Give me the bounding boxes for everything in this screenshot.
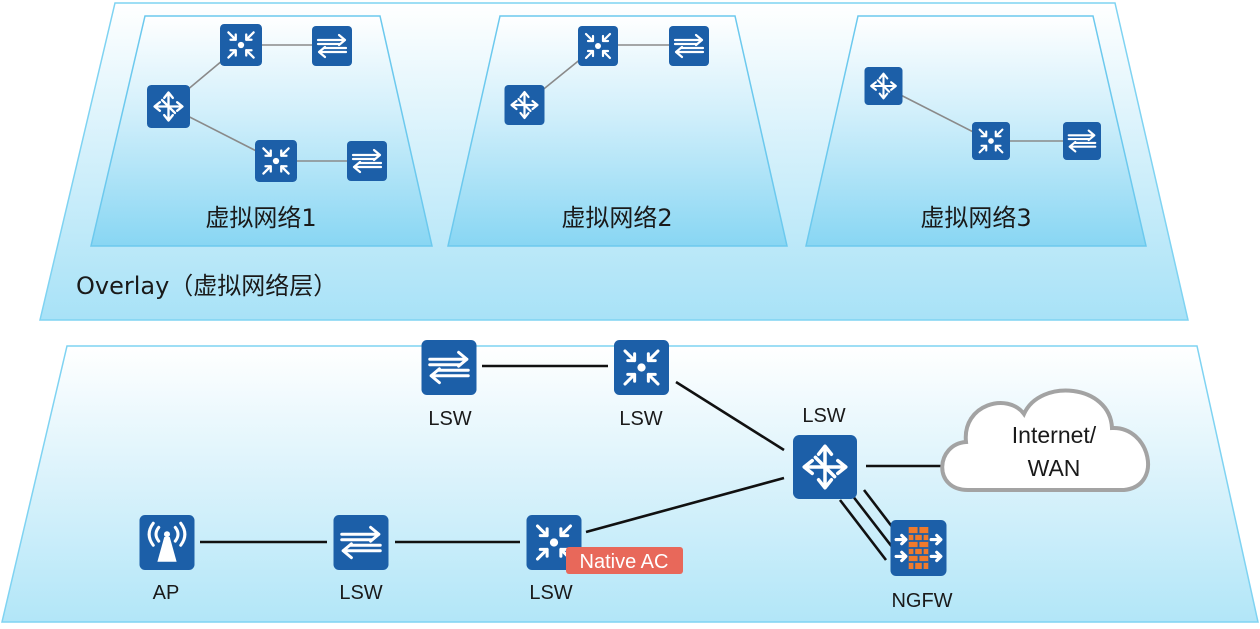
native-ac-label: Native AC (580, 551, 669, 573)
device-label: LSW (428, 408, 471, 430)
brick-firewall-icon (888, 520, 949, 576)
device-label: LSW (529, 582, 572, 604)
underlay-links (200, 364, 948, 561)
virtual-network-3: 虚拟网络3 (805, 15, 1147, 247)
four-arrows-router-icon (793, 435, 857, 499)
vn1-router-icon[interactable] (147, 85, 190, 128)
vn1-agg-switch-icon-2[interactable] (254, 140, 298, 182)
native-ac-badge: Native AC (566, 547, 683, 574)
device-lsw-core[interactable]: LSW (793, 405, 857, 499)
vn2-router-icon[interactable] (503, 85, 546, 125)
vn3-switch-icon[interactable] (1061, 122, 1103, 160)
device-ngfw[interactable]: NGFW (888, 520, 953, 612)
device-ap[interactable]: AP (137, 515, 197, 604)
vn2-label: 虚拟网络2 (561, 204, 672, 232)
vn1-label: 虚拟网络1 (205, 204, 316, 232)
cloud-icon (940, 388, 1151, 492)
vn3-agg-switch-icon[interactable] (970, 122, 1012, 160)
vn1-switch-icon-1[interactable] (310, 26, 354, 66)
cloud-label-line2: WAN (1028, 455, 1081, 481)
wireless-ap-icon (137, 515, 197, 570)
device-lsw-top-right[interactable]: LSW (612, 340, 671, 430)
vn2-switch-icon[interactable] (667, 26, 711, 66)
virtual-network-2: 虚拟网络2 (447, 15, 788, 247)
device-lsw-native-ac[interactable]: LSW (524, 515, 584, 604)
overlay-title: Overlay（虚拟网络层） (76, 272, 337, 300)
vn1-agg-switch-icon-1[interactable] (219, 24, 263, 66)
vn2-agg-switch-icon[interactable] (576, 26, 620, 66)
switch-icon (331, 515, 391, 570)
converge-switch-icon (612, 340, 671, 395)
cloud-label-line1: Internet/ (1012, 422, 1097, 448)
vn3-label: 虚拟网络3 (920, 204, 1031, 232)
vn1-switch-icon-2[interactable] (345, 141, 389, 181)
device-label: NGFW (891, 590, 952, 612)
device-label: LSW (339, 582, 382, 604)
device-lsw-bottom-mid[interactable]: LSW (331, 515, 391, 604)
device-label: LSW (802, 405, 845, 427)
virtual-network-1: 虚拟网络1 (90, 15, 433, 247)
switch-icon (419, 340, 479, 395)
device-lsw-top-left[interactable]: LSW (419, 340, 479, 430)
vn3-router-icon[interactable] (863, 67, 904, 105)
internet-wan-cloud[interactable]: Internet/ WAN (940, 388, 1151, 492)
device-label: LSW (619, 408, 662, 430)
device-label: AP (153, 582, 180, 604)
